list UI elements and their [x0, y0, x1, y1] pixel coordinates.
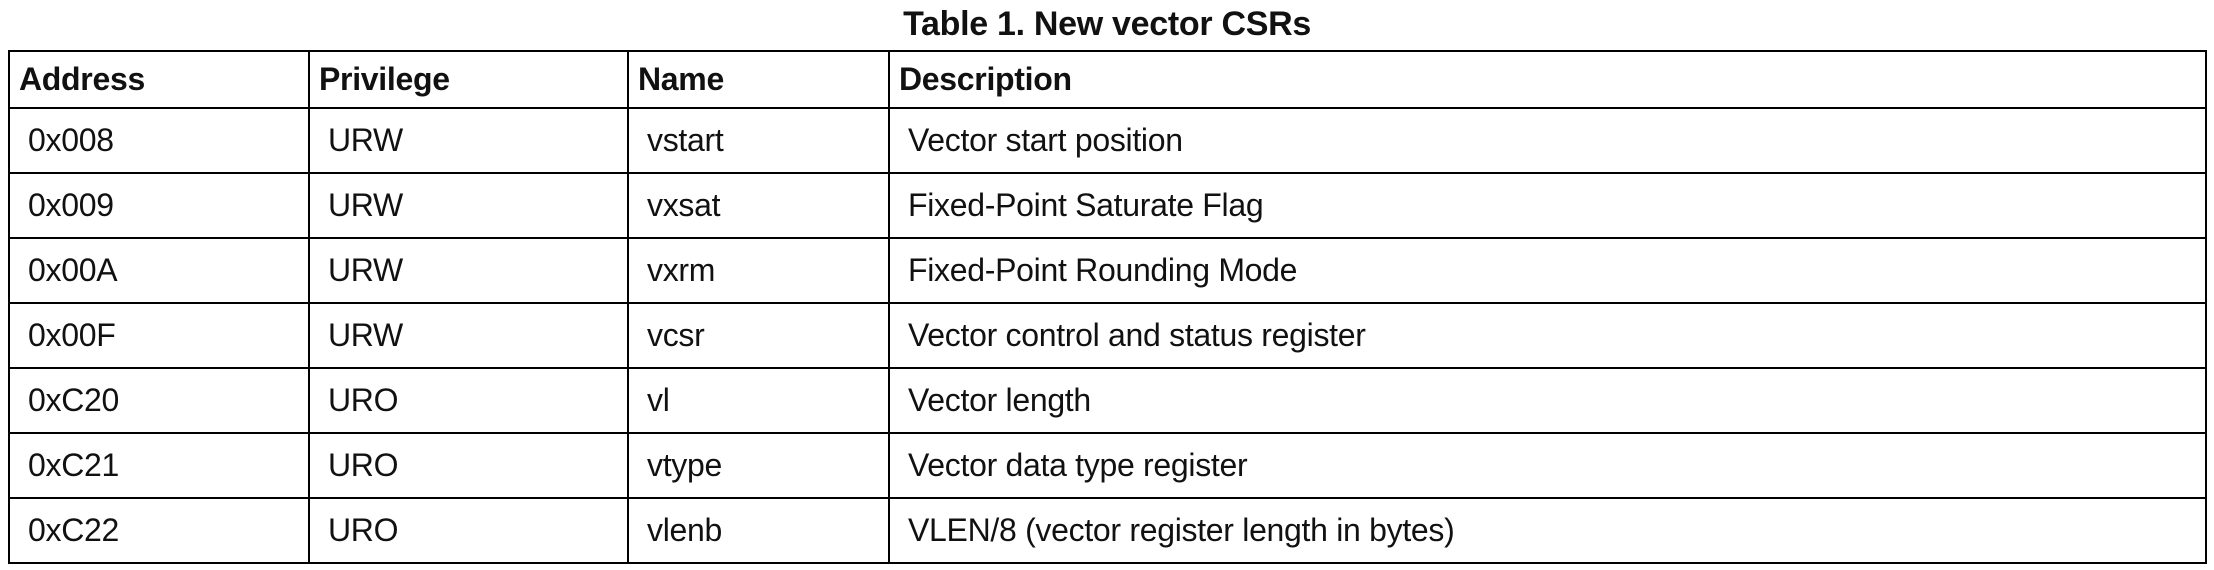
cell-privilege: URW [308, 107, 629, 174]
table-row: 0xC22 URO vlenb VLEN/8 (vector register … [8, 497, 2207, 564]
cell-name: vl [627, 367, 890, 434]
cell-name: vxsat [627, 172, 890, 239]
cell-name: vxrm [627, 237, 890, 304]
cell-privilege: URW [308, 172, 629, 239]
cell-description: VLEN/8 (vector register length in bytes) [888, 497, 2207, 564]
cell-description: Vector control and status register [888, 302, 2207, 369]
header-row: Address Privilege Name Description [8, 50, 2207, 109]
cell-privilege: URW [308, 302, 629, 369]
cell-address: 0x008 [8, 107, 310, 174]
table-row: 0x00A URW vxrm Fixed-Point Rounding Mode [8, 237, 2207, 304]
cell-address: 0xC21 [8, 432, 310, 499]
cell-description: Fixed-Point Rounding Mode [888, 237, 2207, 304]
table-row: 0xC21 URO vtype Vector data type registe… [8, 432, 2207, 499]
cell-description: Fixed-Point Saturate Flag [888, 172, 2207, 239]
table-row: 0xC20 URO vl Vector length [8, 367, 2207, 434]
cell-name: vcsr [627, 302, 890, 369]
table-caption: Table 1. New vector CSRs [903, 5, 1311, 43]
table-row: 0x00F URW vcsr Vector control and status… [8, 302, 2207, 369]
column-header-address: Address [8, 50, 310, 109]
table-row: 0x008 URW vstart Vector start position [8, 107, 2207, 174]
cell-description: Vector data type register [888, 432, 2207, 499]
cell-address: 0xC22 [8, 497, 310, 564]
cell-address: 0x00F [8, 302, 310, 369]
cell-privilege: URO [308, 497, 629, 564]
cell-name: vlenb [627, 497, 890, 564]
table-row: 0x009 URW vxsat Fixed-Point Saturate Fla… [8, 172, 2207, 239]
cell-name: vtype [627, 432, 890, 499]
cell-privilege: URO [308, 432, 629, 499]
cell-address: 0x009 [8, 172, 310, 239]
column-header-privilege: Privilege [308, 50, 629, 109]
column-header-description: Description [888, 50, 2207, 109]
cell-address: 0xC20 [8, 367, 310, 434]
cell-description: Vector start position [888, 107, 2207, 174]
cell-description: Vector length [888, 367, 2207, 434]
cell-address: 0x00A [8, 237, 310, 304]
column-header-name: Name [627, 50, 890, 109]
cell-privilege: URO [308, 367, 629, 434]
csr-table: Address Privilege Name Description 0x008… [8, 50, 2207, 564]
cell-privilege: URW [308, 237, 629, 304]
cell-name: vstart [627, 107, 890, 174]
